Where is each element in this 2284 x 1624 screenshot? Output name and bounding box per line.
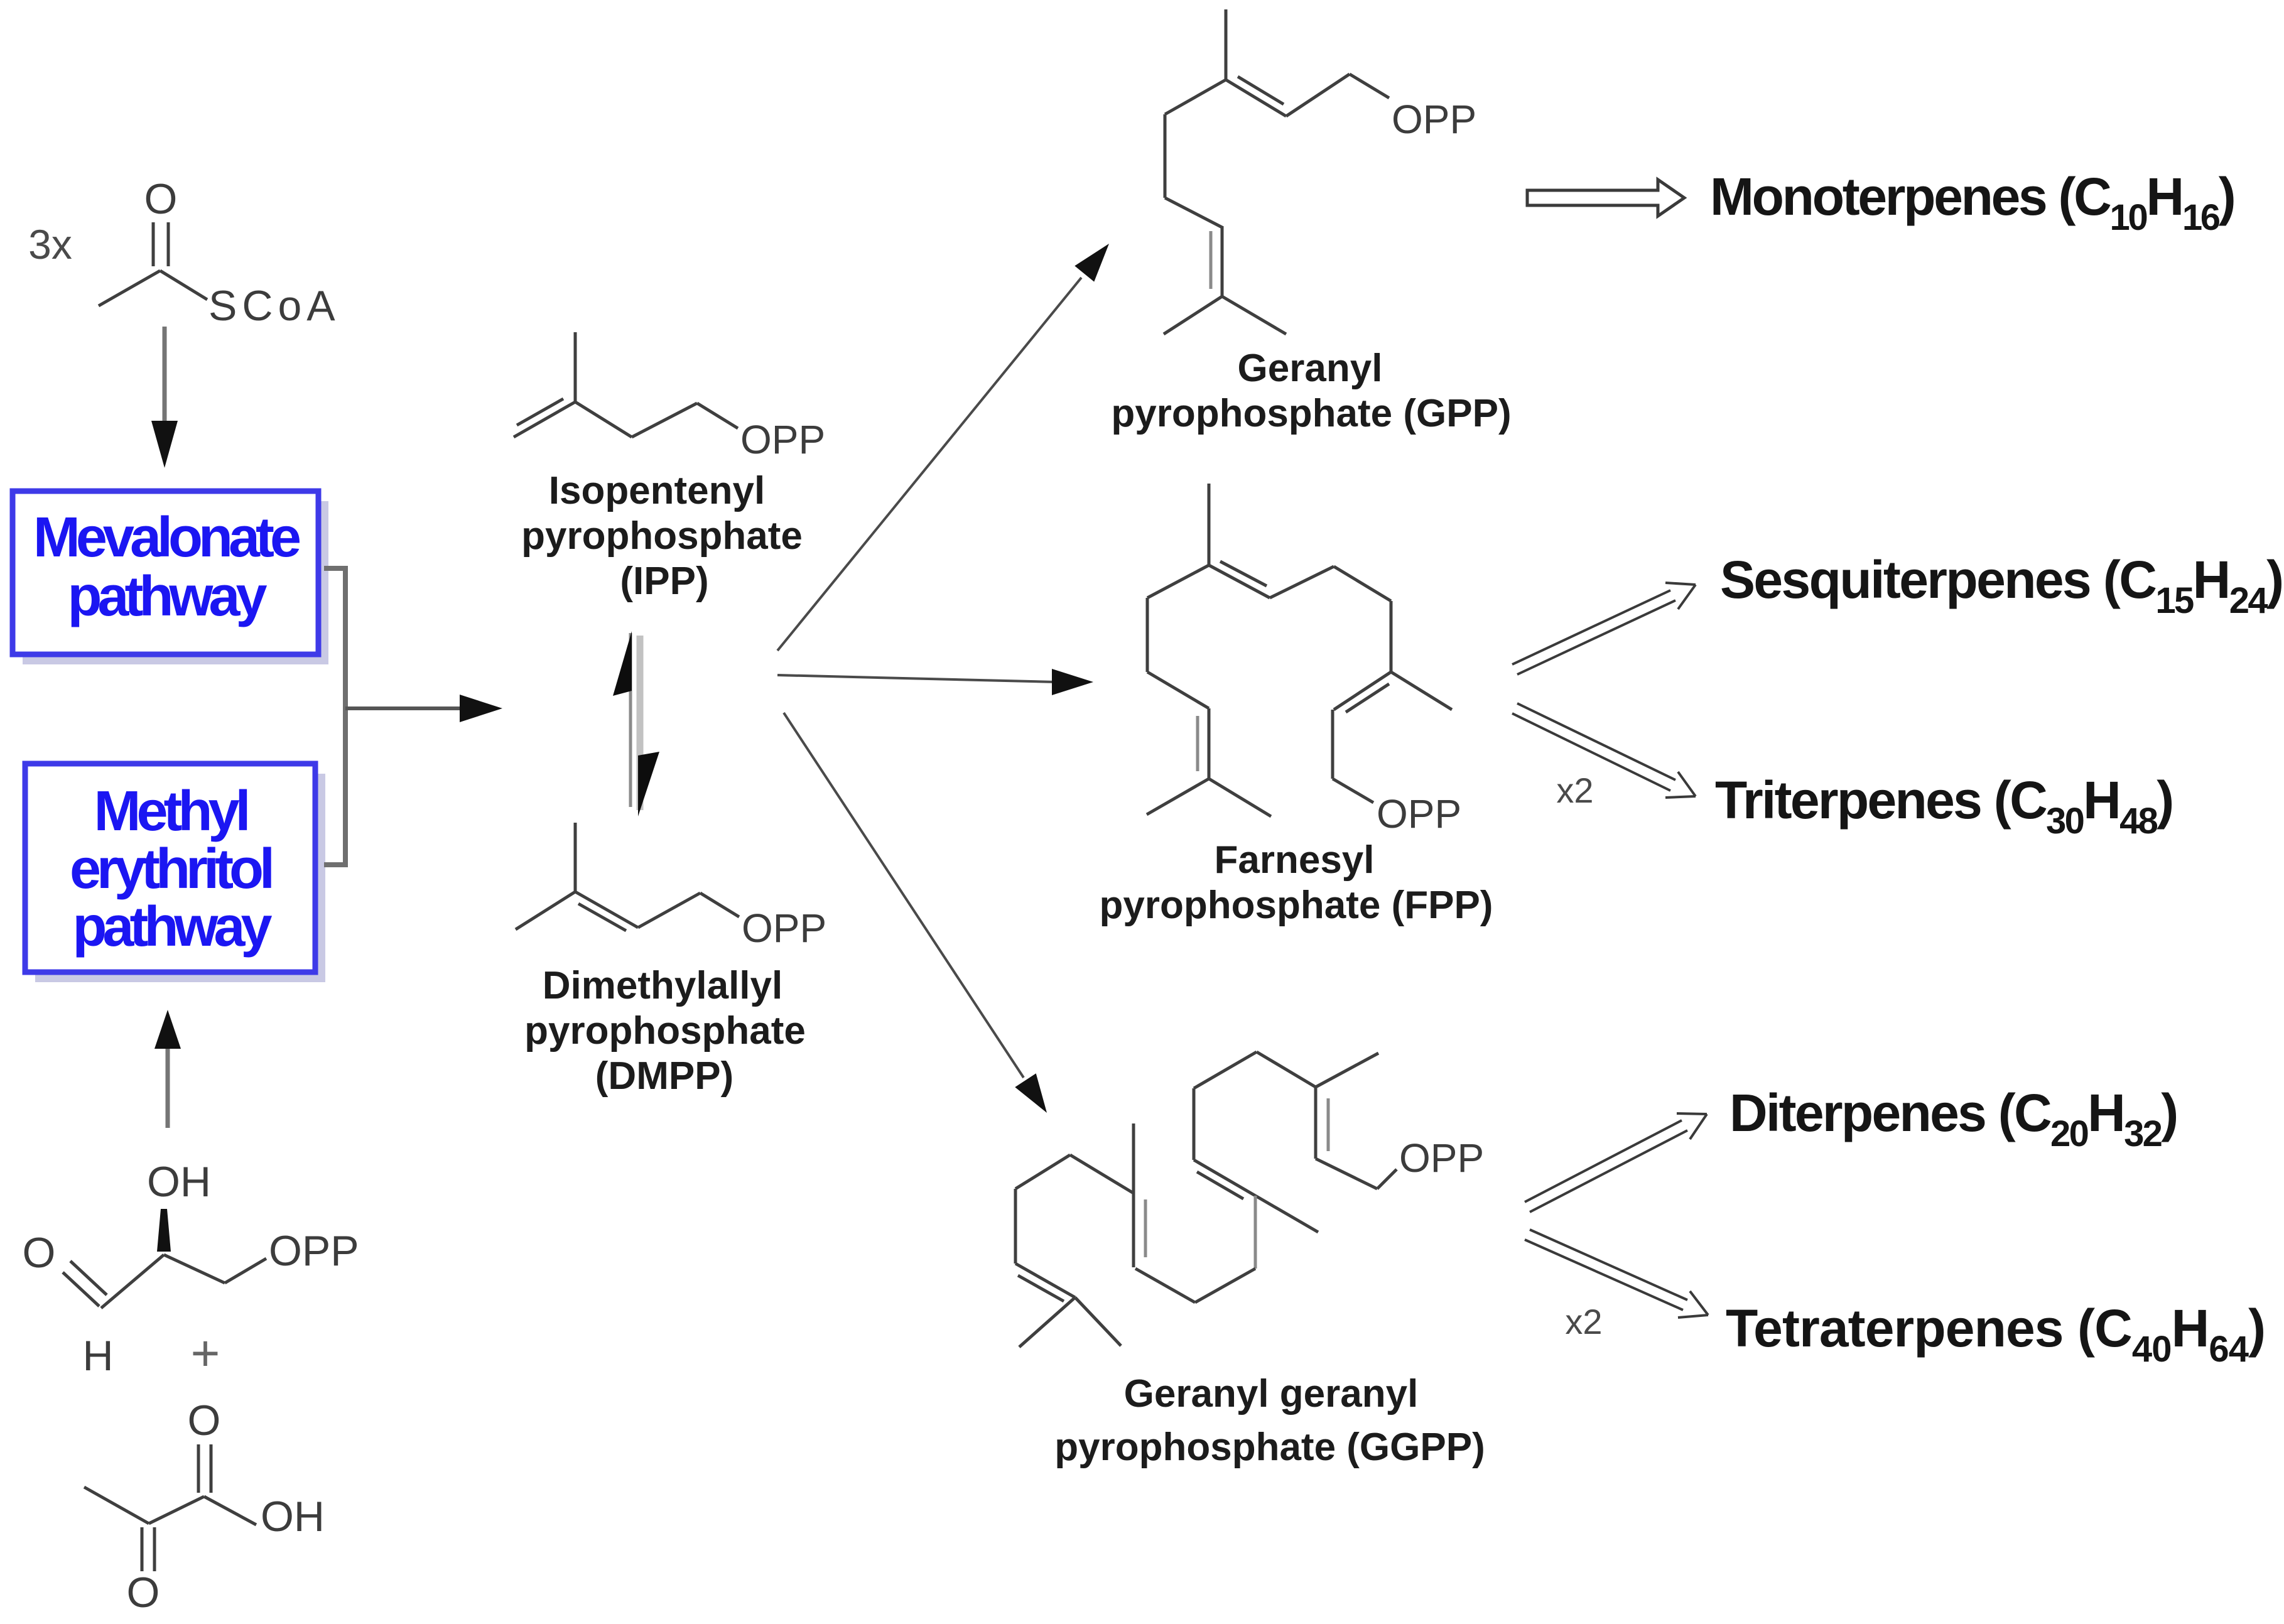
svg-text:(IPP): (IPP) bbox=[620, 560, 708, 603]
svg-text:OPP: OPP bbox=[740, 417, 825, 462]
svg-text:pyrophosphate: pyrophosphate bbox=[521, 514, 803, 558]
svg-text:O: O bbox=[127, 1569, 160, 1616]
svg-text:erythritol: erythritol bbox=[70, 838, 271, 901]
svg-text:OPP: OPP bbox=[1377, 791, 1461, 836]
svg-text:Triterpenes (C30​H48​): Triterpenes (C30​H48​) bbox=[1715, 771, 2173, 842]
svg-text:Tetraterpenes (C40​H64​): Tetraterpenes (C40​H64​) bbox=[1726, 1299, 2265, 1370]
svg-text:Monoterpenes (C10​H16​): Monoterpenes (C10​H16​) bbox=[1710, 167, 2234, 238]
svg-text:SCoA: SCoA bbox=[208, 282, 340, 330]
svg-text:Isopentenyl: Isopentenyl bbox=[549, 469, 766, 512]
svg-text:OPP: OPP bbox=[1399, 1135, 1484, 1181]
svg-text:OH: OH bbox=[147, 1158, 211, 1206]
svg-text:x2: x2 bbox=[1565, 1302, 1602, 1341]
svg-text:Diterpenes (C20​H32​): Diterpenes (C20​H32​) bbox=[1729, 1083, 2177, 1154]
svg-text:+: + bbox=[191, 1325, 220, 1381]
svg-text:pyrophosphate (GGPP): pyrophosphate (GGPP) bbox=[1054, 1426, 1485, 1469]
svg-text:x2: x2 bbox=[1556, 771, 1593, 810]
svg-text:OPP: OPP bbox=[742, 906, 826, 951]
svg-text:Farnesyl: Farnesyl bbox=[1214, 838, 1374, 882]
svg-text:(DMPP): (DMPP) bbox=[595, 1054, 733, 1098]
svg-text:O: O bbox=[23, 1229, 56, 1277]
svg-text:H: H bbox=[82, 1332, 113, 1380]
svg-text:OPP: OPP bbox=[1392, 97, 1476, 142]
svg-text:Methyl: Methyl bbox=[94, 780, 247, 843]
svg-text:pathway: pathway bbox=[72, 896, 272, 958]
svg-text:pathway: pathway bbox=[67, 565, 267, 628]
svg-text:pyrophosphate (GPP): pyrophosphate (GPP) bbox=[1111, 392, 1511, 435]
svg-text:Dimethylallyl: Dimethylallyl bbox=[543, 964, 782, 1007]
svg-text:pyrophosphate: pyrophosphate bbox=[524, 1009, 806, 1053]
svg-text:pyrophosphate (FPP): pyrophosphate (FPP) bbox=[1100, 884, 1493, 927]
svg-text:Mevalonate: Mevalonate bbox=[33, 506, 300, 569]
svg-text:Sesquiterpenes (C15​H24​): Sesquiterpenes (C15​H24​) bbox=[1720, 550, 2282, 621]
svg-text:Geranyl: Geranyl bbox=[1238, 347, 1383, 390]
svg-text:O: O bbox=[144, 175, 178, 223]
svg-text:OPP: OPP bbox=[269, 1227, 359, 1275]
svg-text:O: O bbox=[188, 1397, 221, 1444]
svg-text:OH: OH bbox=[261, 1493, 325, 1540]
svg-text:3x: 3x bbox=[28, 221, 72, 268]
svg-text:Geranyl geranyl: Geranyl geranyl bbox=[1124, 1372, 1419, 1416]
